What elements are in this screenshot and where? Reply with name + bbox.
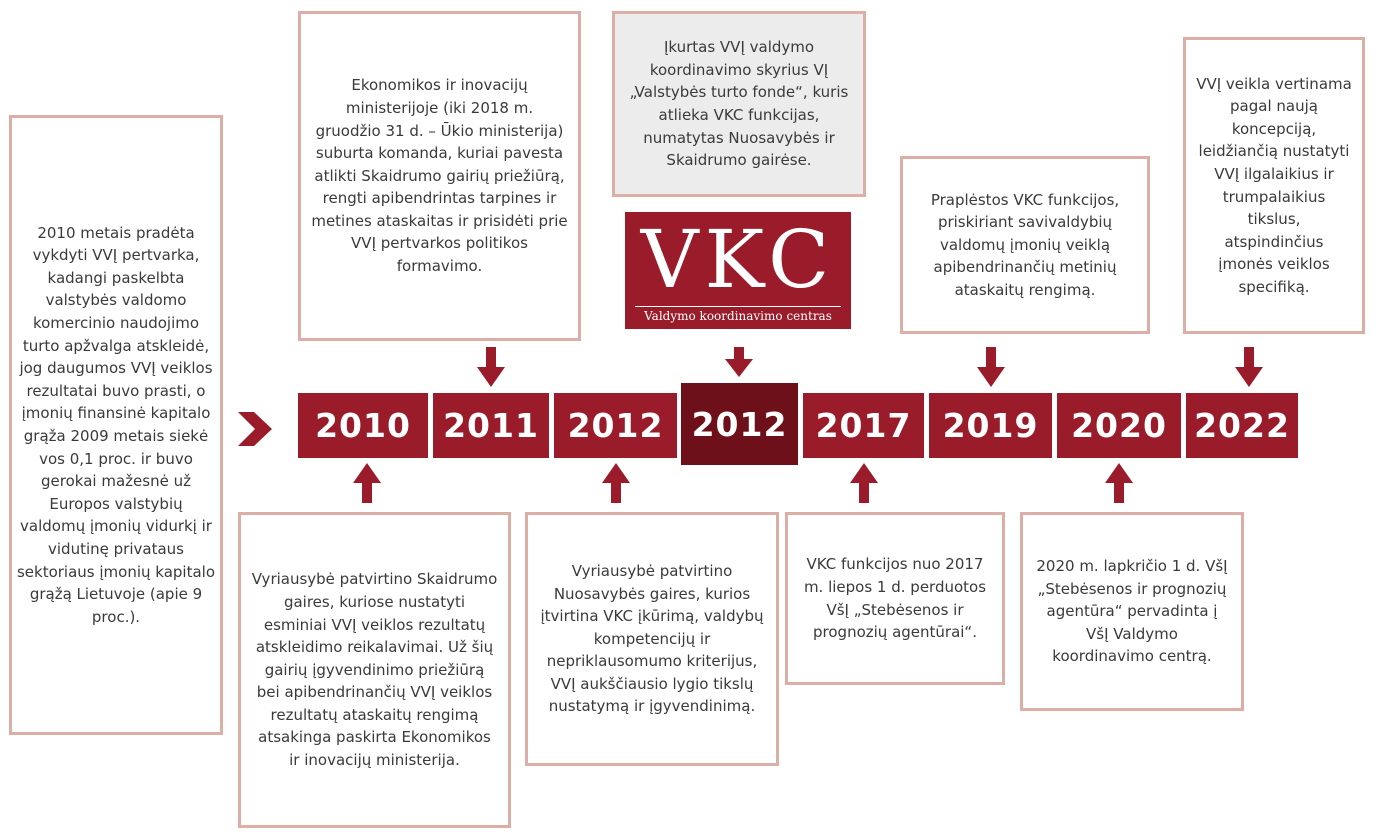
intro-2010-text: 2010 metais pradėta vykdyti VVĮ pertvark…	[16, 223, 216, 626]
event-2017-box: VKC funkcijos nuo 2017 m. liepos 1 d. pe…	[785, 512, 1005, 685]
arrow-up-icon	[353, 463, 381, 503]
year-2010: 2010	[298, 393, 428, 458]
event-2020-box: 2020 m. lapkričio 1 d. VšĮ „Stebėsenos i…	[1020, 512, 1244, 711]
event-2011-box: Ekonomikos ir inovacijų ministerijoje (i…	[298, 11, 581, 341]
event-2020-text: 2020 m. lapkričio 1 d. VšĮ „Stebėsenos i…	[1036, 557, 1228, 666]
vkc-logo-subtitle: Valdymo koordinavimo centras	[644, 309, 832, 323]
arrow-down-icon	[977, 347, 1005, 387]
event-2012-box: Vyriausybė patvirtino Nuosavybės gaires,…	[525, 512, 779, 766]
event-2010-text: Vyriausybė patvirtino Skaidrumo gaires, …	[251, 570, 498, 770]
year-2022: 2022	[1186, 393, 1298, 458]
vkc-logo: VKC Valdymo koordinavimo centras	[625, 212, 851, 329]
arrow-down-icon	[725, 347, 753, 377]
arrow-up-icon	[1105, 463, 1133, 503]
event-2010-box: Vyriausybė patvirtino Skaidrumo gaires, …	[238, 512, 511, 828]
arrow-up-icon	[850, 463, 878, 503]
chevron-right-icon	[238, 412, 272, 446]
event-2019-box: Praplėstos VKC funkcijos, priskiriant sa…	[900, 156, 1150, 334]
year-2011: 2011	[433, 393, 549, 458]
arrow-up-icon	[602, 463, 630, 503]
event-2022-box: VVĮ veikla vertinama pagal naują koncepc…	[1183, 37, 1365, 334]
event-2012-vkc-text: Įkurtas VVĮ valdymo koordinavimo skyrius…	[629, 38, 849, 170]
arrow-down-icon	[477, 347, 505, 387]
arrow-down-icon	[1235, 347, 1263, 387]
event-2011-text: Ekonomikos ir inovacijų ministerijoje (i…	[311, 76, 568, 276]
event-2017-text: VKC funkcijos nuo 2017 m. liepos 1 d. pe…	[803, 555, 987, 642]
year-2017: 2017	[803, 393, 924, 458]
vkc-logo-letters: VKC	[640, 213, 836, 306]
event-2022-text: VVĮ veikla vertinama pagal naują koncepc…	[1196, 74, 1352, 296]
event-2012-vkc-box: Įkurtas VVĮ valdymo koordinavimo skyrius…	[612, 11, 866, 197]
year-2012-highlight: 2012	[681, 383, 798, 465]
year-2012: 2012	[554, 393, 677, 458]
year-2019: 2019	[929, 393, 1052, 458]
event-2019-text: Praplėstos VKC funkcijos, priskiriant sa…	[930, 190, 1120, 299]
event-2012-text: Vyriausybė patvirtino Nuosavybės gaires,…	[540, 561, 764, 716]
vkc-logo-rule	[635, 306, 841, 307]
year-2020: 2020	[1057, 393, 1181, 458]
intro-2010-box: 2010 metais pradėta vykdyti VVĮ pertvark…	[9, 115, 223, 735]
